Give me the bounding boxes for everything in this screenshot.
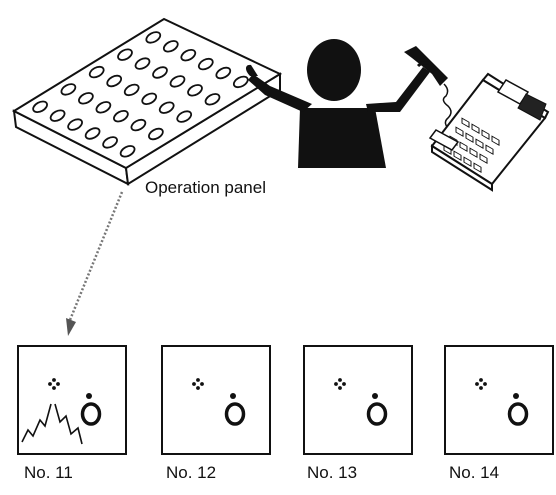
indicator-dot (338, 386, 342, 390)
indicator-dot (52, 378, 56, 382)
indicator-dot (196, 378, 200, 382)
operation-panel-label: Operation panel (145, 178, 266, 197)
status-dot (86, 393, 92, 399)
panel-button (32, 100, 48, 114)
indicator-dot (479, 378, 483, 382)
indicator-dot (196, 386, 200, 390)
status-dot (230, 393, 236, 399)
device-label-no-14: No. 14 (449, 463, 500, 482)
indicator-dot (483, 382, 487, 386)
panel-buttons (32, 31, 249, 158)
panel-button (123, 83, 140, 97)
panel-button (232, 75, 249, 89)
panel-button (162, 40, 179, 53)
panel-button (187, 84, 203, 97)
operation-panel (11, 17, 283, 186)
status-dot (372, 393, 378, 399)
device-box-11 (17, 345, 127, 455)
phone-cord (442, 83, 452, 131)
panel-button (197, 57, 214, 71)
device-box-13 (303, 345, 413, 455)
panel-button (67, 118, 83, 131)
ring-lamp-icon (507, 402, 529, 426)
device-box-14 (444, 345, 554, 455)
indicator-dot (479, 386, 483, 390)
panel-button (84, 127, 101, 140)
panel-button (134, 57, 151, 70)
indicator-dot (334, 382, 338, 386)
panel-button (215, 66, 232, 80)
device-box-12 (161, 345, 271, 455)
device-label-no-12: No. 12 (166, 463, 217, 482)
indicator-dot (56, 382, 60, 386)
panel-button (102, 136, 118, 149)
panel-button (49, 109, 66, 122)
panel-button (130, 118, 147, 132)
panel-button (78, 92, 94, 105)
indicator-dot (342, 382, 346, 386)
indicator-dot (192, 382, 196, 386)
ring-lamp-icon (366, 402, 388, 426)
panel-button (148, 127, 164, 141)
panel-button (152, 66, 168, 79)
indicator-dot (52, 386, 56, 390)
panel-button (117, 48, 133, 61)
panel-button (106, 74, 123, 88)
panel-button (95, 101, 112, 114)
panel-button (158, 101, 175, 114)
indicator-dot (338, 378, 342, 382)
telephone-handset-icon (404, 46, 448, 86)
indicator-dot (200, 382, 204, 386)
panel-button (113, 109, 129, 123)
panel-button (176, 110, 193, 123)
device-label-no-13: No. 13 (307, 463, 358, 482)
status-dot (513, 393, 519, 399)
indicator-dot (475, 382, 479, 386)
panel-button (119, 145, 136, 158)
panel-button (180, 48, 197, 62)
indicator-dot (48, 382, 52, 386)
alarm-signal-icon (54, 403, 83, 445)
ring-lamp-icon (224, 402, 246, 426)
telephone-device-icon (428, 72, 550, 192)
ring-lamp-icon (80, 402, 102, 426)
panel-button (88, 65, 105, 79)
device-label-no-11: No. 11 (24, 463, 73, 482)
panel-button (169, 75, 186, 88)
signal-link-line (66, 191, 124, 336)
panel-button (60, 83, 77, 96)
panel-button (145, 31, 162, 44)
panel-button (204, 93, 221, 106)
panel-button (141, 92, 158, 106)
alarm-signal-icon (21, 403, 52, 443)
operator-person-icon (245, 39, 430, 168)
